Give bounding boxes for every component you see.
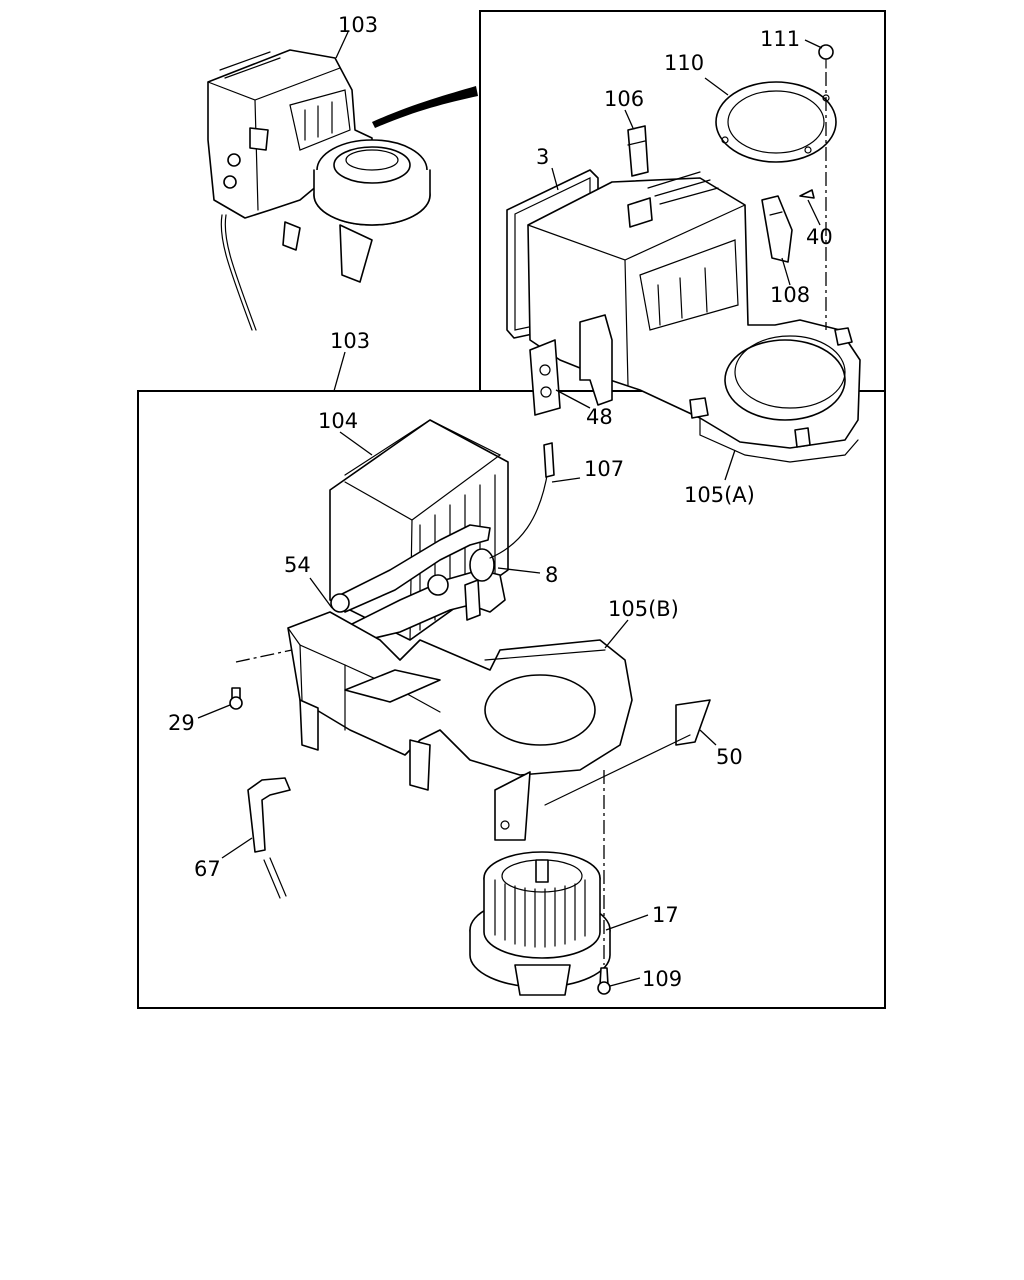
part-106-clip (627, 125, 649, 177)
callout-108: 108 (770, 283, 810, 307)
callout-40: 40 (806, 225, 833, 249)
upper-case-105a (506, 169, 861, 463)
part-40-screw (799, 189, 815, 199)
detail-pointer (372, 86, 478, 128)
callout-50: 50 (716, 745, 743, 769)
callout-103-top: 103 (338, 13, 378, 37)
callout-67: 67 (194, 857, 221, 881)
callout-105a: 105(A) (684, 483, 755, 507)
part-50-bracket (675, 699, 711, 746)
callout-54: 54 (284, 553, 311, 577)
callout-106: 106 (604, 87, 644, 111)
part-48-pad (529, 339, 561, 416)
lower-detail-frame (137, 390, 886, 1009)
callout-17: 17 (652, 903, 679, 927)
callout-103-mid: 103 (330, 329, 370, 353)
part-110-ring (715, 81, 837, 163)
part-67-hose (247, 777, 291, 853)
callout-111: 111 (760, 27, 800, 51)
overview-assembly (207, 49, 431, 331)
lower-case-105b (287, 611, 633, 841)
part-108-bracket (761, 195, 793, 263)
callout-3: 3 (536, 145, 549, 169)
callout-110: 110 (664, 51, 704, 75)
callout-48: 48 (586, 405, 613, 429)
blower-motor-17 (469, 851, 611, 996)
piping-assembly (328, 442, 555, 647)
callout-29: 29 (168, 711, 195, 735)
callout-109: 109 (642, 967, 682, 991)
callout-105b: 105(B) (608, 597, 679, 621)
callout-104: 104 (318, 409, 358, 433)
callout-8: 8 (545, 563, 558, 587)
callout-107: 107 (584, 457, 624, 481)
